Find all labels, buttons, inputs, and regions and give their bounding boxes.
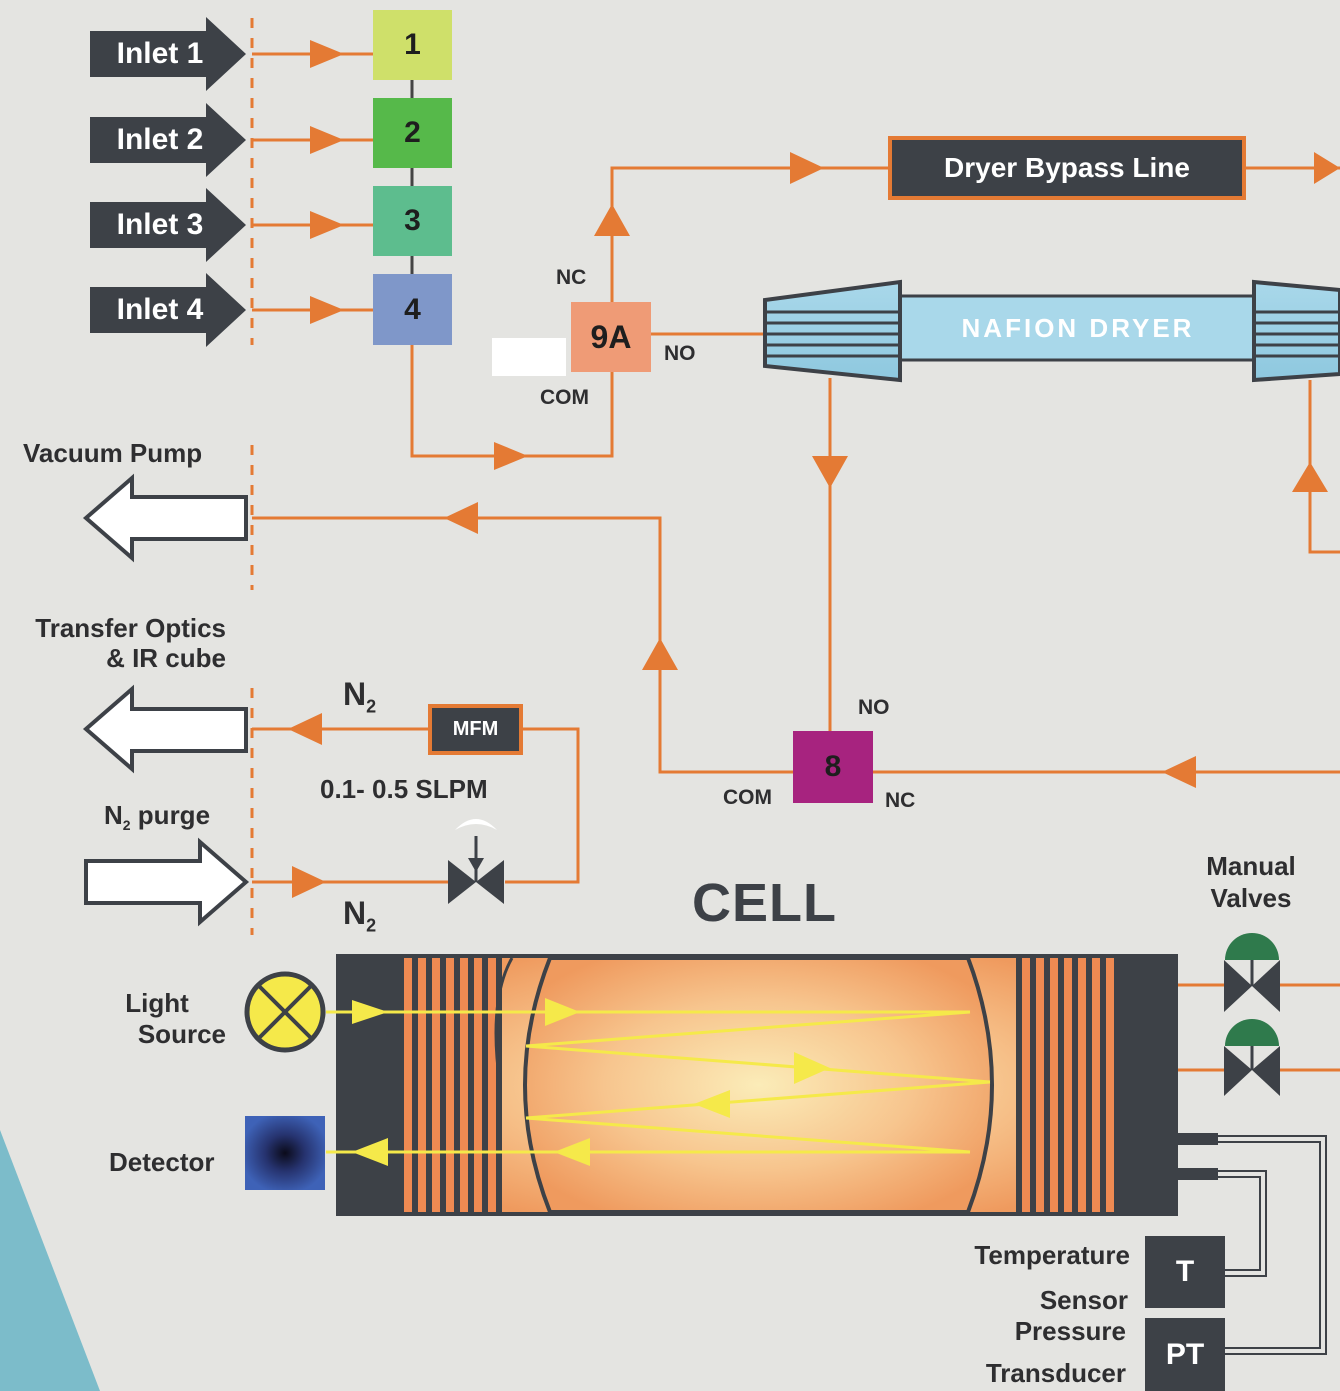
manual-valves-line1: Manual xyxy=(1206,851,1296,881)
pressure-label: Pressure xyxy=(1014,1316,1126,1346)
valve-3-label: 3 xyxy=(404,204,421,237)
inlet-3-arrow: Inlet 3 xyxy=(90,188,246,262)
nafion-dryer-graphic xyxy=(763,279,1340,383)
temperature-box-label: T xyxy=(1175,1255,1195,1288)
mfm-label: MFM xyxy=(452,718,499,740)
flow-rate-label: 0.1- 0.5 SLPM xyxy=(320,774,488,804)
manual-valve-1-icon xyxy=(1224,933,1280,1012)
corner-decoration xyxy=(0,1130,100,1391)
inlet-4-label: Inlet 4 xyxy=(116,293,204,326)
inlet-4-arrow: Inlet 4 xyxy=(90,273,246,347)
valve-3-box xyxy=(373,186,452,256)
needle-valve-icon xyxy=(448,819,504,904)
mfm-box xyxy=(428,704,523,755)
valve-4-label: 4 xyxy=(404,292,421,326)
valve-9a-no-label: NO xyxy=(664,342,696,365)
flow-arrowheads xyxy=(288,40,1340,898)
detector-icon xyxy=(245,1116,325,1190)
temperature-box xyxy=(1145,1236,1225,1308)
temperature-label: Temperature xyxy=(974,1240,1130,1270)
sensor-label: Sensor xyxy=(1039,1285,1128,1315)
transfer-optics-line2: & IR cube xyxy=(106,643,226,673)
dryer-label: NAFION DRYER xyxy=(961,312,1195,343)
valve-1-box xyxy=(373,10,452,80)
transfer-optics-arrow xyxy=(82,684,248,774)
inlet-1-arrow: Inlet 1 xyxy=(90,17,246,91)
valve-9a-com-label: COM xyxy=(540,386,589,409)
valve-9a-nc-label: NC xyxy=(556,266,587,289)
valve-8-com-label: COM xyxy=(723,786,772,809)
cell-graphic xyxy=(326,954,1218,1216)
light-source-icon xyxy=(244,971,326,1053)
valve-8-box xyxy=(793,731,873,803)
bypass-label: Dryer Bypass Line xyxy=(944,152,1190,183)
inlet-2-arrow: Inlet 2 xyxy=(90,103,246,177)
sensor-tubing xyxy=(1216,1135,1327,1355)
purge-n2-label: N2 xyxy=(343,895,377,936)
valve-2-label: 2 xyxy=(404,116,421,149)
inlet-1-label: Inlet 1 xyxy=(116,37,204,70)
pressure-box-label: PT xyxy=(1165,1337,1205,1371)
bypass-box xyxy=(888,136,1246,200)
valve-9a-box xyxy=(571,302,651,372)
manual-valve-2-icon xyxy=(1224,1019,1280,1096)
cell-title: CELL xyxy=(692,873,837,933)
inlet-2-label: Inlet 2 xyxy=(116,123,204,156)
purge-inlet-arrow xyxy=(84,837,250,927)
light-source-line1: Light xyxy=(125,988,189,1018)
valve-4-box xyxy=(373,274,452,345)
valve-2-box xyxy=(373,98,452,168)
vacuum-pump-label: Vacuum Pump xyxy=(23,438,203,468)
inlet-lines xyxy=(252,52,1340,1072)
detector-label: Detector xyxy=(109,1147,215,1177)
n2-purge-label: N2 purge xyxy=(104,800,211,834)
valve-8-label: 8 xyxy=(824,750,842,783)
blank-patch xyxy=(492,338,566,376)
inlet-3-label: Inlet 3 xyxy=(116,208,204,241)
valve-9a-label: 9A xyxy=(590,318,632,355)
valve-1-label: 1 xyxy=(404,28,421,61)
valve-8-no-label: NO xyxy=(858,696,890,719)
mfm-n2-label: N2 xyxy=(343,676,377,717)
transducer-label: Transducer xyxy=(985,1358,1126,1388)
transfer-optics-line1: Transfer Optics xyxy=(35,613,226,643)
light-source-line2: Source xyxy=(137,1019,226,1049)
manual-valves-line2: Valves xyxy=(1210,883,1292,913)
valve-8-nc-label: NC xyxy=(885,789,916,812)
pressure-box xyxy=(1145,1318,1225,1391)
vacuum-pump-arrow xyxy=(82,473,248,563)
